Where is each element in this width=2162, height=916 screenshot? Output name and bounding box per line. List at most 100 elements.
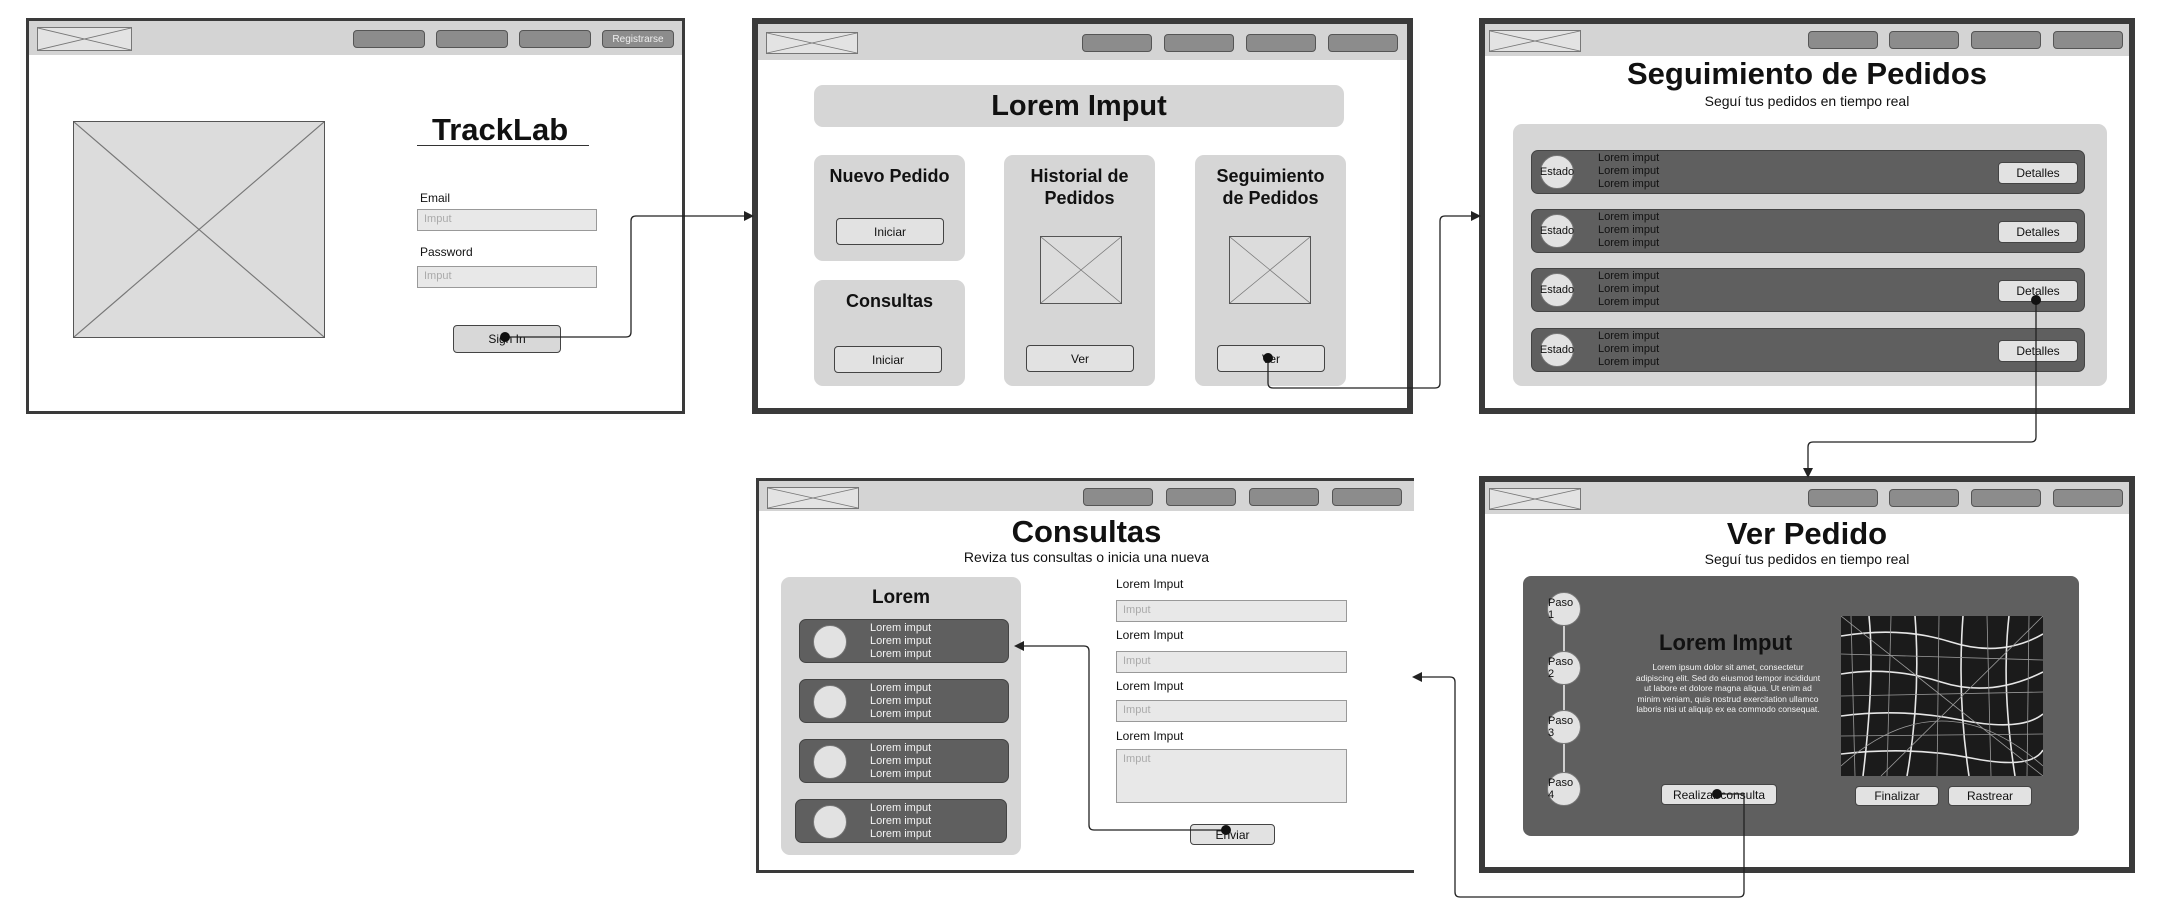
nav-button-1[interactable] xyxy=(353,30,425,48)
title-underline xyxy=(417,145,589,146)
banner: Lorem Imput xyxy=(814,85,1344,127)
form-input-1[interactable]: Imput xyxy=(1116,600,1347,622)
top-bar xyxy=(1485,482,2129,514)
detalles-button[interactable]: Detalles xyxy=(1998,221,2078,243)
app-title: TrackLab xyxy=(432,112,569,147)
avatar xyxy=(813,805,847,839)
top-bar xyxy=(759,481,1414,511)
password-field[interactable]: Imput xyxy=(417,266,597,288)
steps-line xyxy=(1563,610,1565,790)
ver-button[interactable]: Ver xyxy=(1217,345,1325,372)
page-subtitle: Seguí tus pedidos en tiempo real xyxy=(1704,93,1910,109)
page-title: Seguimiento de Pedidos xyxy=(1627,56,1987,91)
logo-placeholder xyxy=(767,487,859,509)
logo-placeholder xyxy=(766,32,858,54)
avatar xyxy=(813,625,847,659)
page-subtitle: Reviza tus consultas o inicia una nueva xyxy=(963,549,1210,565)
page-title: Ver Pedido xyxy=(1726,516,1888,551)
nav-button-3[interactable] xyxy=(1249,488,1319,506)
image-placeholder xyxy=(73,121,325,338)
detalles-button[interactable]: Detalles xyxy=(1998,162,2078,184)
card-title-line1: Seguimiento xyxy=(1216,166,1325,186)
register-button[interactable]: Registrarse xyxy=(602,30,674,48)
order-detail-panel: Paso 1 Paso 2 Paso 3 Paso 4 Lorem Imput … xyxy=(1523,576,2079,836)
nav-button-2[interactable] xyxy=(1166,488,1236,506)
form-textarea[interactable]: Imput xyxy=(1116,749,1347,803)
detalles-button[interactable]: Detalles xyxy=(1998,340,2078,362)
page-subtitle: Seguí tus pedidos en tiempo real xyxy=(1704,551,1910,567)
email-label: Email xyxy=(420,191,451,205)
nav-button-1[interactable] xyxy=(1808,489,1878,507)
screen-seguimiento: Seguimiento de Pedidos Seguí tus pedidos… xyxy=(1479,18,2135,414)
logo-placeholder xyxy=(1489,488,1581,510)
nav-button-2[interactable] xyxy=(436,30,508,48)
detail-heading: Lorem Imput xyxy=(1659,630,1793,655)
iniciar-button[interactable]: Iniciar xyxy=(834,346,942,373)
screen-login: Registrarse TrackLab Email Imput Passwor… xyxy=(26,18,685,414)
panel-title: Lorem xyxy=(871,587,931,608)
step-1: Paso 1 xyxy=(1547,592,1581,626)
avatar xyxy=(813,745,847,779)
nav-button-3[interactable] xyxy=(1971,31,2041,49)
nav-button-4[interactable] xyxy=(2053,31,2123,49)
image-placeholder xyxy=(1229,236,1311,304)
form-input-3[interactable]: Imput xyxy=(1116,700,1347,722)
nav-button-4[interactable] xyxy=(2053,489,2123,507)
password-label: Password xyxy=(420,245,473,259)
nav-button-4[interactable] xyxy=(1332,488,1402,506)
email-field[interactable]: Imput xyxy=(417,209,597,231)
card-seguimiento: Seguimiento de Pedidos Ver xyxy=(1195,155,1346,386)
detalles-button[interactable]: Detalles xyxy=(1998,280,2078,302)
finalizar-button[interactable]: Finalizar xyxy=(1855,786,1939,806)
nav-button-1[interactable] xyxy=(1083,488,1153,506)
card-title: Nuevo Pedido xyxy=(829,166,950,186)
top-bar: Registrarse xyxy=(29,21,682,55)
top-bar xyxy=(758,24,1407,60)
rastrear-button[interactable]: Rastrear xyxy=(1948,786,2032,806)
banner-title: Lorem Imput xyxy=(991,89,1167,122)
detail-paragraph: Lorem ipsum dolor sit amet, consectetur … xyxy=(1635,662,1821,714)
screen-dashboard: Lorem Imput Nuevo Pedido Iniciar Consult… xyxy=(752,18,1413,414)
step-4: Paso 4 xyxy=(1547,772,1581,806)
card-title-line2: Pedidos xyxy=(1044,188,1115,208)
nav-button-1[interactable] xyxy=(1808,31,1878,49)
nav-button-3[interactable] xyxy=(1246,34,1316,52)
field-label-2: Lorem Imput xyxy=(1116,628,1184,642)
form-input-2[interactable]: Imput xyxy=(1116,651,1347,673)
realizar-consulta-button[interactable]: Realizar consulta xyxy=(1661,784,1777,805)
enviar-button[interactable]: Enviar xyxy=(1190,824,1275,845)
status-badge: Estado xyxy=(1540,333,1574,367)
card-title-line1: Historial de xyxy=(1030,166,1129,186)
nav-button-2[interactable] xyxy=(1889,489,1959,507)
logo-placeholder xyxy=(1489,30,1581,52)
page-title: Consultas xyxy=(1011,514,1162,549)
iniciar-button[interactable]: Iniciar xyxy=(836,218,944,245)
nav-button-3[interactable] xyxy=(519,30,591,48)
nav-button-1[interactable] xyxy=(1082,34,1152,52)
nav-button-2[interactable] xyxy=(1164,34,1234,52)
signin-button[interactable]: Sign In xyxy=(453,325,561,353)
ver-button[interactable]: Ver xyxy=(1026,345,1134,372)
card-historial: Historial de Pedidos Ver xyxy=(1004,155,1155,386)
nav-button-2[interactable] xyxy=(1889,31,1959,49)
status-badge: Estado xyxy=(1540,273,1574,307)
nav-button-4[interactable] xyxy=(1328,34,1398,52)
field-label-4: Lorem Imput xyxy=(1116,729,1184,743)
nav-button-3[interactable] xyxy=(1971,489,2041,507)
card-consultas: Consultas Iniciar xyxy=(814,280,965,386)
field-label-3: Lorem Imput xyxy=(1116,679,1184,693)
